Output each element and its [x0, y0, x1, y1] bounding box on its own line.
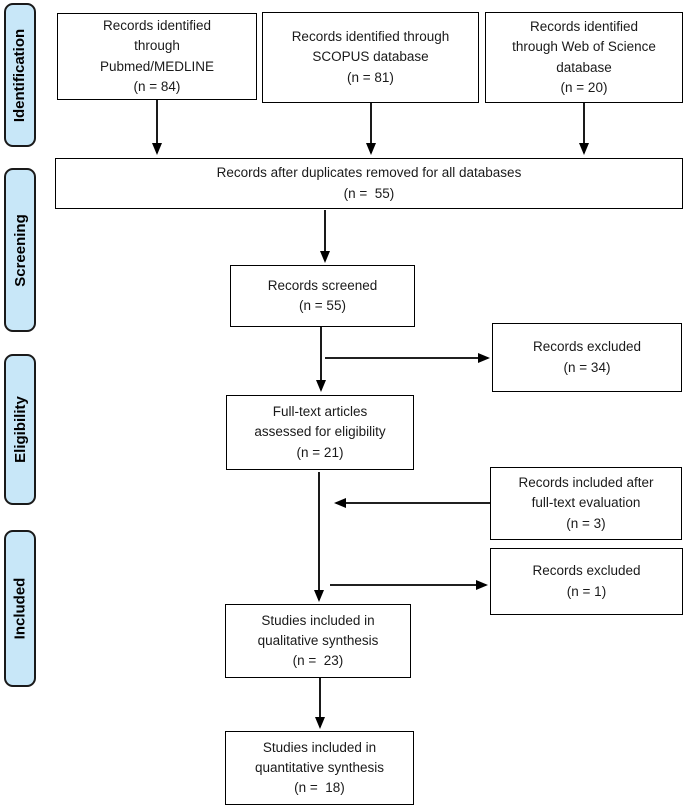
- node-text: Records identified through SCOPUS databa…: [291, 29, 450, 85]
- stage-label: Included: [11, 577, 29, 640]
- node-records-included-after-full-text: Records included after full-text evaluat…: [490, 467, 682, 540]
- node-text: Records included after full-text evaluat…: [518, 475, 654, 531]
- node-records-screened: Records screened (n = 55): [230, 265, 415, 327]
- node-text: Records after duplicates removed for all…: [216, 165, 522, 201]
- node-text: Records identified through Web of Scienc…: [512, 19, 656, 95]
- node-text: Studies included in quantitative synthes…: [254, 739, 385, 796]
- node-text: Studies included in qualitative synthesi…: [257, 612, 379, 669]
- stage-label: Screening: [11, 213, 29, 287]
- stage-included: Included: [4, 530, 36, 687]
- node-full-text-assessed: Full-text articles assessed for eligibil…: [226, 395, 414, 470]
- node-records-identified-scopus: Records identified through SCOPUS databa…: [262, 12, 479, 103]
- node-text: Records screened (n = 55): [267, 277, 378, 313]
- node-records-identified-wos: Records identified through Web of Scienc…: [485, 12, 683, 103]
- node-records-excluded-screening: Records excluded (n = 34): [492, 323, 682, 392]
- stage-screening: Screening: [4, 168, 36, 332]
- stage-eligibility: Eligibility: [4, 354, 36, 505]
- stage-label: Identification: [11, 28, 29, 122]
- node-records-identified-pubmed: Records identified through Pubmed/MEDLIN…: [57, 13, 257, 100]
- node-qualitative-synthesis: Studies included in qualitative synthesi…: [225, 604, 411, 678]
- node-text: Full-text articles assessed for eligibil…: [254, 404, 386, 460]
- node-text: Records identified through Pubmed/MEDLIN…: [99, 18, 215, 94]
- node-text: Records excluded (n = 1): [532, 563, 641, 599]
- stage-label: Eligibility: [11, 396, 29, 463]
- node-text: Records excluded (n = 34): [532, 339, 642, 375]
- node-records-excluded-full-text: Records excluded (n = 1): [490, 548, 683, 615]
- node-duplicates-removed: Records after duplicates removed for all…: [55, 158, 683, 209]
- node-quantitative-synthesis: Studies included in quantitative synthes…: [225, 731, 414, 805]
- stage-identification: Identification: [4, 3, 36, 147]
